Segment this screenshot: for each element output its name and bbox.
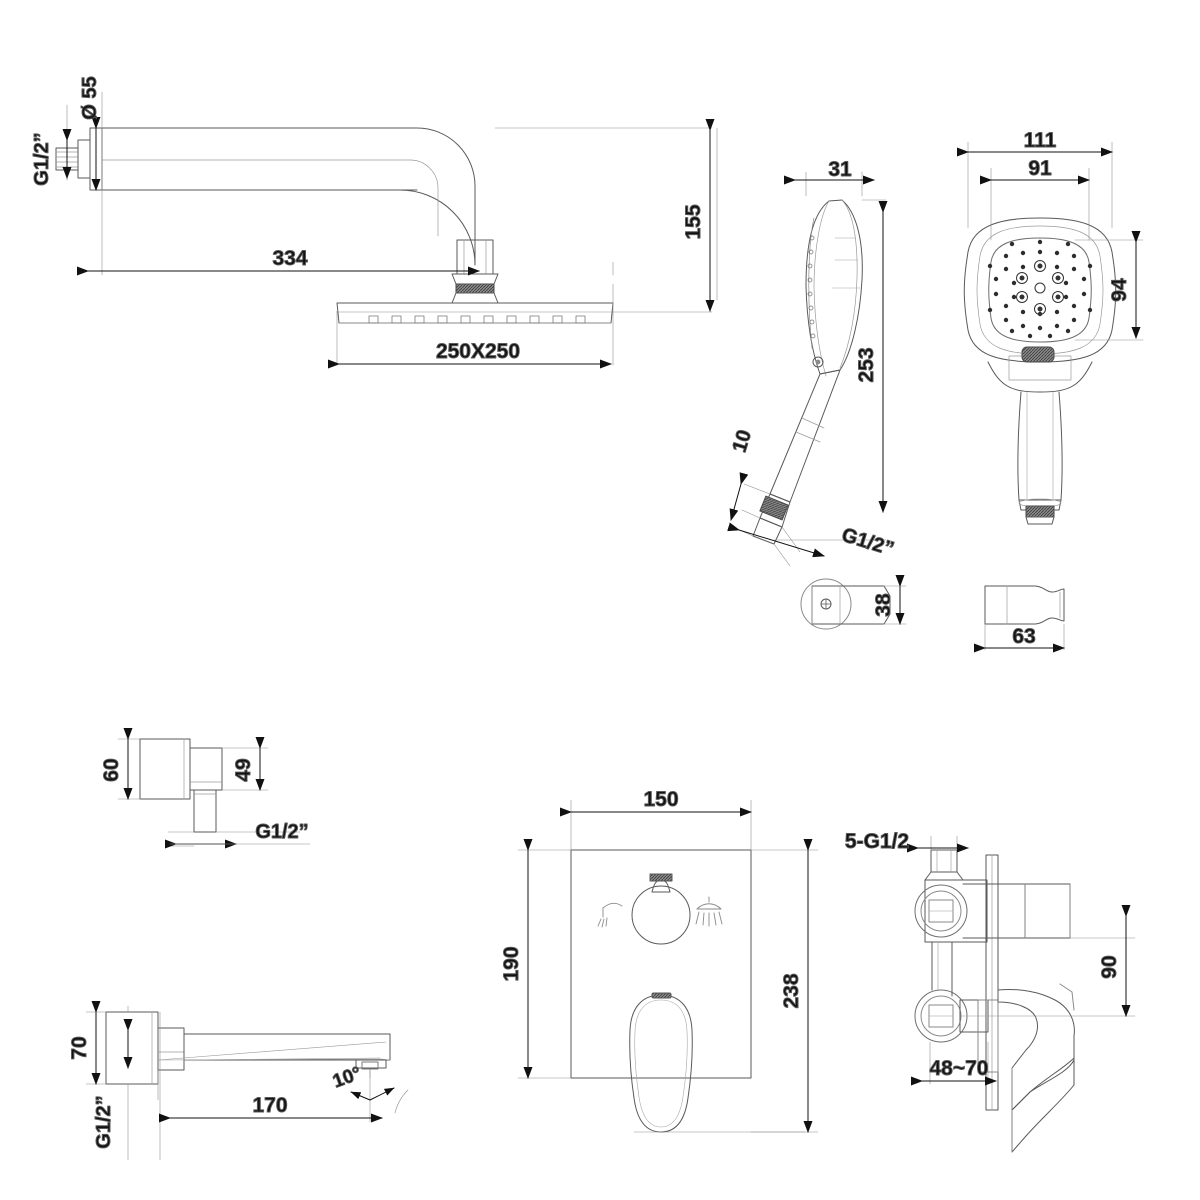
mixer-upper-port <box>914 849 988 943</box>
dim-label-head-size: 250X250 <box>436 340 520 363</box>
hand-shower-side-body <box>752 199 863 545</box>
hand-shower-center-jets <box>1016 260 1064 315</box>
dim-label-hand-shower-length: 253 <box>855 347 878 382</box>
view-wall-bracket: 38 63 <box>800 575 1065 653</box>
view-mixer-side: 5-G1/2 90 48~70 <box>844 830 1136 1153</box>
dim-label-bracket-height: 38 <box>872 593 895 617</box>
shower-arm-extension-lines <box>66 91 718 366</box>
dim-label-bracket-depth: 63 <box>1012 625 1035 648</box>
view-hand-shower-front: 111 91 94 <box>957 129 1144 525</box>
dim-label-outlet-thread: G1/2” <box>255 821 308 843</box>
view-mixer-front: 150 190 238 <box>500 788 819 1133</box>
dim-label-mixer-port-spacing: 90 <box>1098 955 1121 978</box>
dim-label-spout-projection: 170 <box>252 1094 287 1117</box>
dim-label-outlet-body-height: 49 <box>232 758 255 781</box>
dim-label-hand-shower-cuff: 10 <box>728 427 756 455</box>
view-shower-arm: Ø 55 G1/2” 334 155 250X250 <box>31 76 718 369</box>
dim-label-mixer-wall-depth: 48~70 <box>930 1057 989 1080</box>
dim-label-spout-angle: 10° <box>330 1063 364 1093</box>
dim-label-hand-shower-face-height: 94 <box>1108 278 1131 302</box>
hand-shower-spray-nozzles <box>987 239 1093 339</box>
rain-head-nozzles <box>368 315 586 324</box>
mixer-lever-handle <box>629 992 693 1133</box>
shower-head-swivel-collar <box>451 273 499 304</box>
hand-shower-side-nozzles <box>807 235 816 339</box>
hand-shower-front-body <box>963 217 1117 525</box>
dim-label-outlet-flange-diameter: 60 <box>100 758 123 781</box>
dim-label-arm-length: 334 <box>272 247 307 270</box>
bath-spout-icon <box>597 902 623 928</box>
view-bath-spout: 70 G1/2” 170 10° <box>68 1001 409 1161</box>
dim-hand-shower-cuff <box>729 472 749 521</box>
dim-label-mixer-ports: 5-G1/2 <box>845 830 909 853</box>
dim-label-hand-shower-hose-thread: G1/2” <box>839 524 896 561</box>
shower-arm-wall-flange <box>77 127 103 191</box>
mixer-lower-port <box>914 989 989 1043</box>
wall-bracket-front <box>984 585 1065 625</box>
dim-hand-shower-hose-thread <box>727 522 825 558</box>
dim-label-flange-diameter: Ø 55 <box>79 76 101 119</box>
dim-label-hand-shower-face-width: 91 <box>1028 157 1052 180</box>
mixer-diverter-knob <box>631 873 691 945</box>
view-wall-outlet: 60 49 G1/2” <box>100 728 311 849</box>
dim-label-spout-thread: G1/2” <box>93 1095 115 1148</box>
bath-spout-body <box>105 1011 391 1085</box>
dim-label-mixer-plate-height: 190 <box>500 946 523 981</box>
mixer-side-lever <box>977 983 1075 1153</box>
shower-head-icon <box>695 896 723 927</box>
hand-shower-front-ext-lines <box>967 141 1144 341</box>
wall-outlet-body <box>139 738 223 833</box>
dim-label-mixer-overall-height: 238 <box>780 973 803 1008</box>
dim-label-spout-flange-height: 70 <box>68 1036 91 1059</box>
dim-label-mixer-plate-width: 150 <box>643 788 678 811</box>
mixer-diverter-stem <box>962 883 1071 939</box>
view-hand-shower-side: 31 253 10 G1/2” <box>727 158 897 567</box>
wall-bracket-ext-lines <box>883 585 1065 651</box>
dim-label-inlet-thread: G1/2” <box>31 132 53 185</box>
dim-label-hand-shower-front-width: 111 <box>1024 129 1057 152</box>
mixer-body-link <box>931 941 953 997</box>
mixer-face-plate <box>570 849 752 1079</box>
dim-spout-angle <box>350 1087 395 1101</box>
dim-label-hand-shower-thickness: 31 <box>828 158 852 181</box>
rain-shower-head <box>336 302 614 324</box>
mixer-side-wall-plate <box>985 854 999 1111</box>
dim-label-drop-height: 155 <box>682 204 705 239</box>
